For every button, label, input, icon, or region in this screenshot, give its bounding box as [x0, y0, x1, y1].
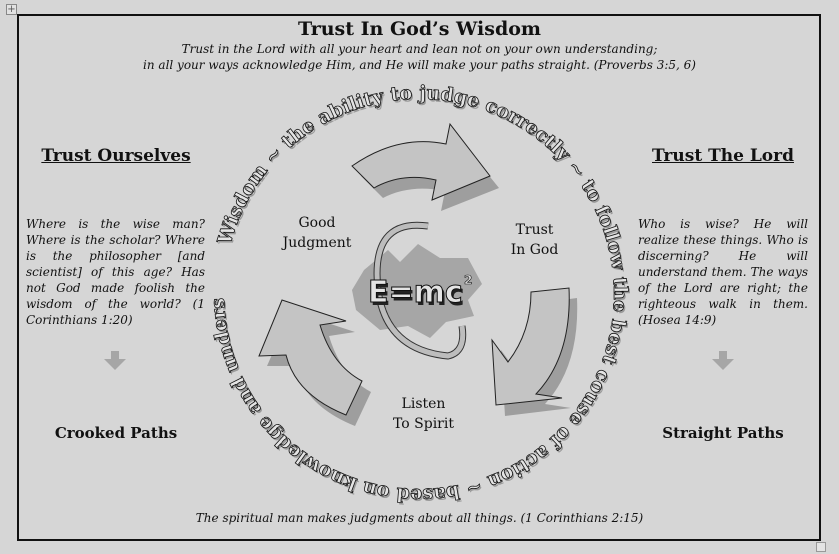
cycle-arrow-top-icon — [351, 122, 499, 211]
svg-text:E=mc: E=mc — [368, 275, 463, 310]
trust-the-lord-verse: Who is wise? He will realize these thing… — [638, 217, 808, 327]
footer-verse: The spiritual man makes judgments about … — [195, 511, 644, 525]
table-resize-handle[interactable] — [816, 542, 826, 552]
svg-text:E=mc: E=mc — [370, 278, 465, 313]
step-label-line: Judgment — [282, 235, 352, 251]
step-label-line: Listen — [401, 396, 446, 412]
trust-ourselves-verse: Where is the wise man? Where is the scho… — [26, 217, 205, 327]
straight-paths-label: Straight Paths — [662, 424, 784, 442]
cycle-arrow-left-icon — [258, 299, 371, 426]
step-label-line: Trust — [515, 222, 554, 238]
table-move-handle-icon[interactable]: + — [6, 4, 17, 15]
cycle-step-listen-to-spirit: Listen To Spirit — [386, 394, 461, 434]
trust-ourselves-heading: Trust Ourselves — [41, 146, 191, 166]
cycle-step-trust-in-god: Trust In God — [497, 220, 572, 260]
step-label-line: In God — [510, 242, 559, 258]
svg-text:2: 2 — [464, 273, 472, 287]
intro-verse-line-1: Trust in the Lord with all your heart an… — [181, 42, 658, 56]
document-frame — [17, 14, 821, 541]
cycle-step-good-judgment: Good Judgment — [272, 213, 362, 253]
cycle-arrow-right-icon — [491, 287, 578, 416]
page-title: Trust In God’s Wisdom — [297, 18, 542, 40]
trust-the-lord-heading: Trust The Lord — [652, 146, 794, 166]
emc2-center-icon: E=mc E=mc 2 — [352, 221, 482, 360]
step-label-line: To Spirit — [393, 416, 454, 432]
crooked-paths-label: Crooked Paths — [54, 424, 178, 442]
intro-verse-line-2: in all your ways acknowledge Him, and He… — [143, 58, 696, 72]
step-label-line: Good — [298, 215, 336, 231]
